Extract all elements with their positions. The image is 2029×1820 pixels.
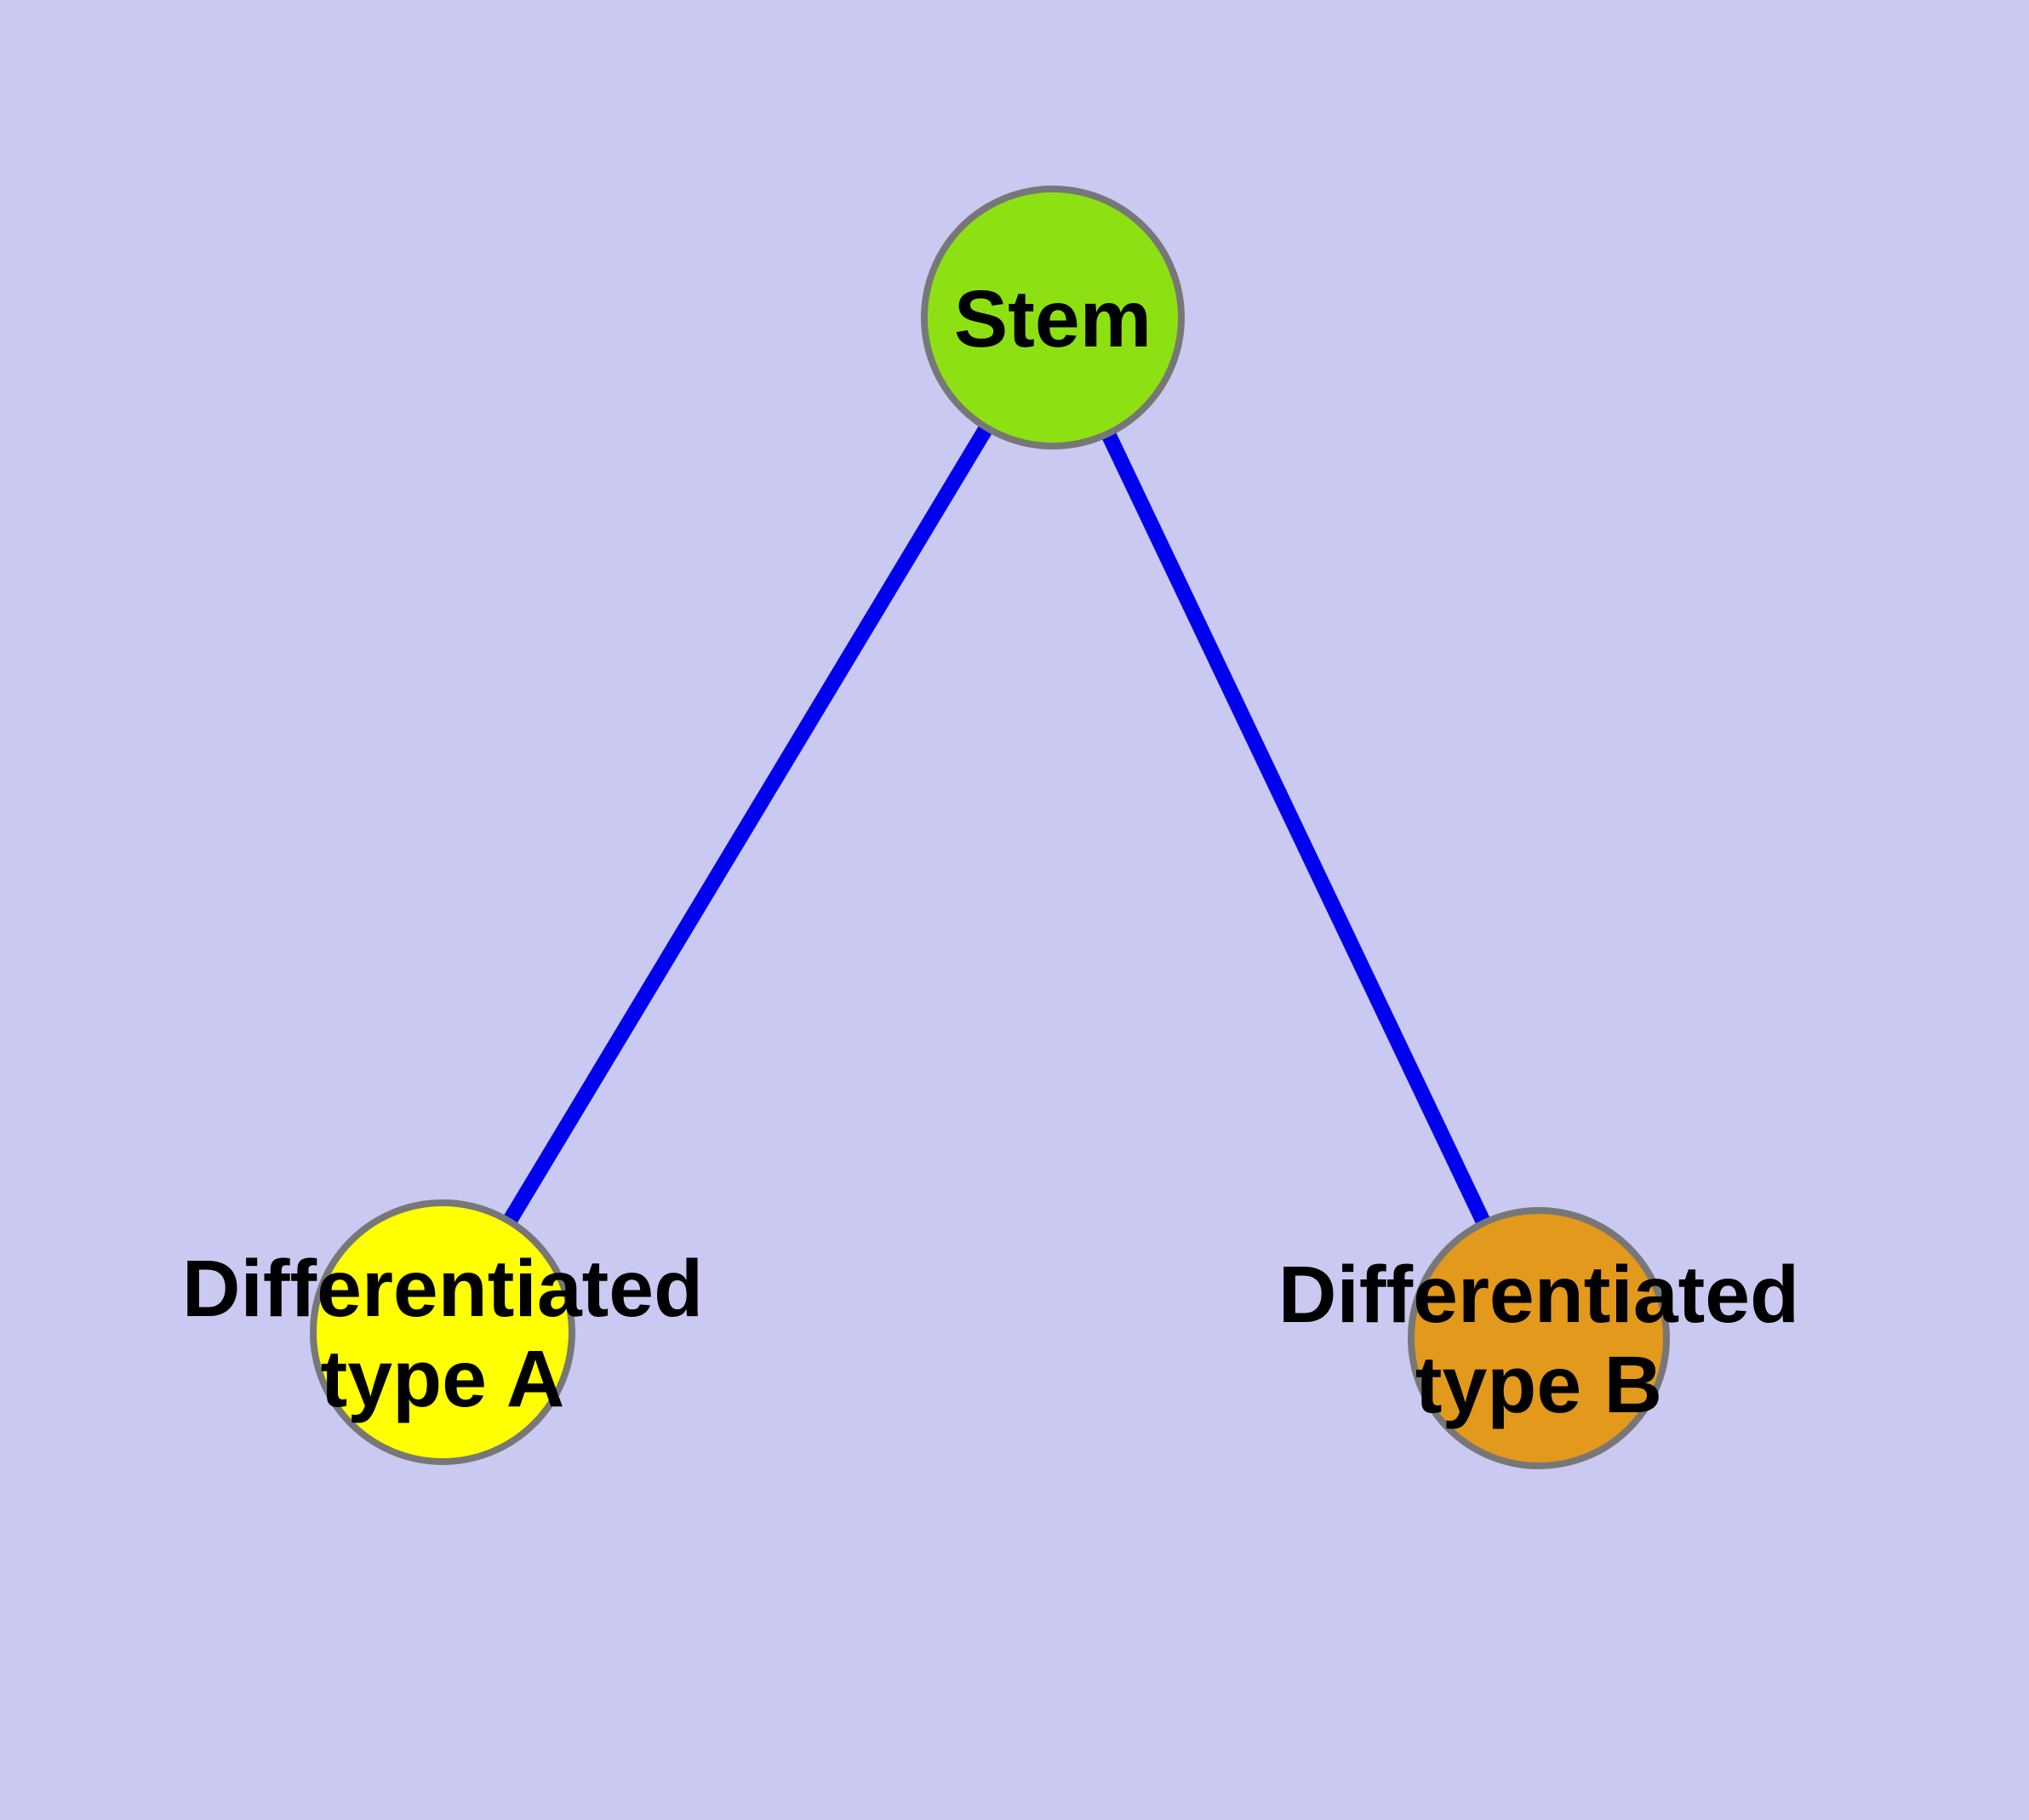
node-circle-differentiated-type-a [310,1199,575,1465]
node-stem: Stem [921,186,1185,449]
node-label-stem: Stem [954,274,1152,364]
node-circle-differentiated-type-b [1408,1207,1670,1469]
node-circle-stem [921,186,1185,449]
edge-stem-to-differentiated-type-b [1045,314,1546,1342]
edges-layer [436,313,1546,1342]
edge-stem-to-differentiated-type-a [436,313,1060,1336]
